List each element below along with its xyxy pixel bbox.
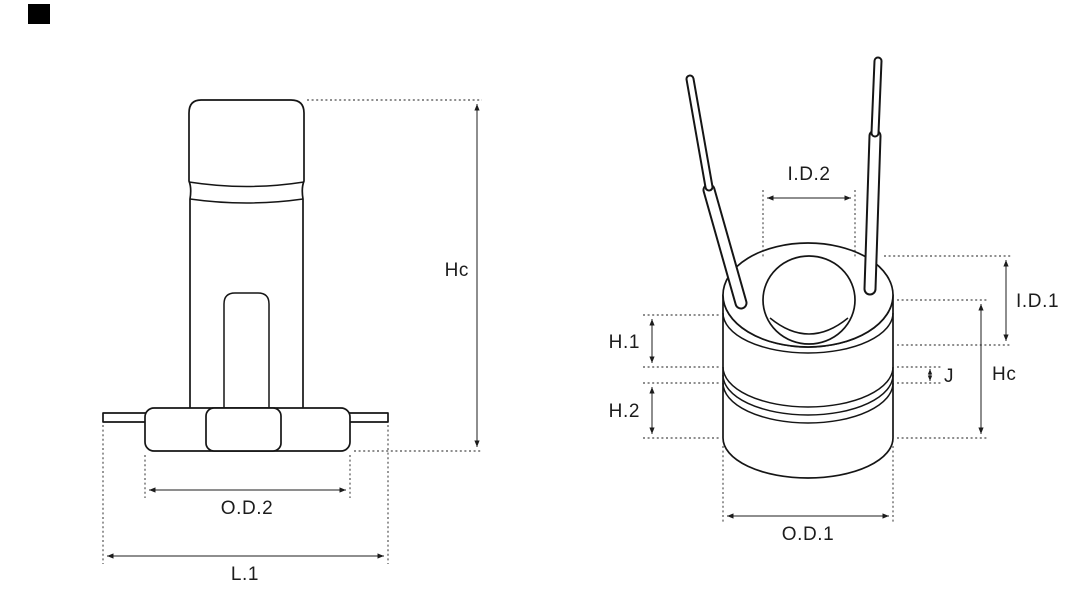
lead-wire-left	[685, 74, 748, 310]
dimension-label: O.D.1	[782, 524, 835, 545]
front-view: I.D.2 I.D.1 H.1 H.2	[609, 56, 1059, 545]
ring-groove-line	[722, 374, 894, 416]
dim-h1: H.1	[609, 314, 720, 368]
collar-line	[722, 312, 894, 354]
lead-wire-right	[863, 56, 883, 296]
ring-groove-line	[722, 366, 894, 408]
dimension-label: J	[944, 366, 954, 387]
dim-hc-front: Hc	[897, 299, 1016, 439]
dimension-label: Hc	[992, 364, 1016, 385]
dim-od1: O.D.1	[722, 446, 894, 545]
neck-groove-line-upper	[188, 181, 305, 188]
dim-od2: O.D.2	[144, 455, 351, 519]
dimension-label: Hc	[445, 260, 469, 281]
neck-groove-line-lower	[189, 198, 304, 204]
dim-id2: I.D.2	[762, 164, 856, 258]
dim-h2: H.2	[609, 382, 720, 439]
center-slot	[223, 292, 270, 413]
base-hub	[205, 407, 282, 452]
logo-mark	[28, 4, 50, 24]
dim-j: J	[897, 366, 954, 387]
dim-l1: L.1	[102, 425, 389, 585]
dimension-label: I.D.1	[1016, 291, 1059, 312]
dimension-label: L.1	[231, 564, 259, 585]
dim-id1: I.D.1	[884, 255, 1059, 346]
dimension-label: O.D.2	[221, 498, 274, 519]
dimension-label: H.2	[609, 401, 640, 422]
ring-groove-line	[722, 382, 894, 424]
side-view: Hc O.D.2 L.1	[102, 99, 482, 585]
dim-hc-side: Hc	[307, 99, 482, 452]
part-outline	[188, 99, 305, 414]
bore-depth-line	[769, 317, 849, 335]
terminal-pin-left	[102, 412, 150, 423]
bore-ellipse	[762, 255, 856, 345]
dimension-label: H.1	[609, 332, 640, 353]
dimension-label: I.D.2	[787, 164, 830, 185]
